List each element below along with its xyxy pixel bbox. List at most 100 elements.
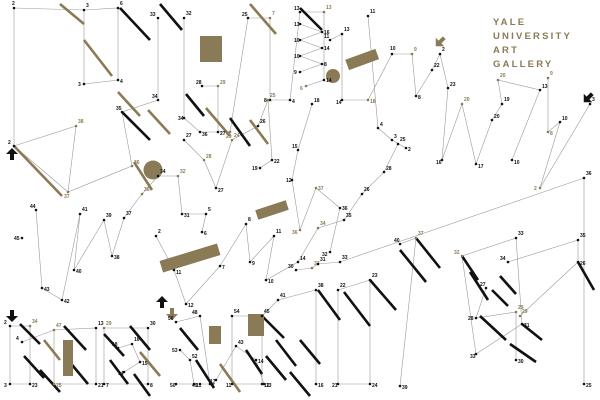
diagonal-stroke <box>521 322 543 342</box>
puzzle-dot <box>338 206 342 210</box>
puzzle-dot <box>582 176 586 180</box>
puzzle-dot <box>446 86 450 90</box>
diagonal-stroke <box>178 327 200 351</box>
dot-number-label: 28 <box>196 80 202 86</box>
dot-number-label: 13 <box>266 383 272 389</box>
puzzle-dot <box>496 78 500 82</box>
dot-number-label: 13 <box>542 84 548 90</box>
dot-number-label: 12 <box>264 383 270 389</box>
puzzle-dot <box>258 166 262 170</box>
puzzle-dot <box>208 382 212 386</box>
dot-number-label: 11 <box>324 34 330 40</box>
puzzle-dot <box>116 78 120 82</box>
dot-number-label: 23 <box>450 82 456 88</box>
dot-number-label: 44 <box>30 204 36 210</box>
dot-number-label: 32 <box>454 250 460 256</box>
puzzle-dot <box>174 382 178 386</box>
puzzle-dot <box>102 382 106 386</box>
puzzle-dot <box>328 250 332 254</box>
dot-number-label: 14 <box>118 371 124 377</box>
dot-number-label: 37 <box>418 231 424 237</box>
puzzle-dot <box>316 262 320 266</box>
puzzle-dot <box>214 378 218 382</box>
connector-path <box>13 7 119 85</box>
puzzle-dot <box>174 320 178 324</box>
diagonal-stroke <box>398 249 428 283</box>
diagonal-stroke <box>159 3 183 31</box>
diagonal-stroke <box>491 289 509 307</box>
puzzle-dot <box>110 254 114 258</box>
dot-number-label: 38 <box>114 255 120 261</box>
diagonal-stroke <box>479 315 507 341</box>
diagonal-stroke <box>23 355 45 379</box>
diagonal-stroke <box>218 363 242 393</box>
puzzle-dot <box>72 268 76 272</box>
dot-number-label: 18 <box>314 98 320 104</box>
puzzle-dot <box>576 260 580 264</box>
puzzle-dot <box>176 174 180 178</box>
gold-short-bar <box>255 200 289 220</box>
dot-number-label: 33 <box>470 354 476 360</box>
puzzle-dot <box>12 144 16 148</box>
diagonal-stroke <box>299 7 323 31</box>
dot-number-label: 34 <box>160 169 166 175</box>
dot-number-label: 3 <box>394 134 397 140</box>
puzzle-dot <box>180 212 184 216</box>
diagonal-stroke <box>121 111 151 141</box>
puzzle-dot <box>102 326 106 330</box>
title-line-university: UNIVERSITY <box>493 31 573 42</box>
dot-number-label: 41 <box>280 293 286 299</box>
dot-number-label: 6 <box>120 1 123 7</box>
dot-number-label: 27 <box>220 131 226 137</box>
dot-number-label: 11 <box>276 229 282 235</box>
dot-number-label: 31 <box>184 213 190 219</box>
connector-path <box>183 11 325 133</box>
puzzle-dot <box>368 278 372 282</box>
connector-path <box>475 287 517 360</box>
dot-number-label: 3 <box>78 82 81 88</box>
puzzle-dot <box>272 234 276 238</box>
dot-number-label: 7 <box>222 265 225 271</box>
dot-number-label: 16 <box>324 30 330 36</box>
start-arrow-icon <box>583 92 594 103</box>
dot-number-label: 34 <box>320 221 326 227</box>
dot-number-label: 16 <box>436 160 442 166</box>
puzzle-dot <box>322 10 326 14</box>
start-arrow-icon <box>166 308 178 320</box>
puzzle-dot <box>116 346 120 350</box>
dot-number-label: 3 <box>4 383 7 389</box>
dot-number-label: 13 <box>326 5 332 11</box>
dot-number-label: 34 <box>152 94 158 100</box>
dot-number-label: 45 <box>14 236 20 242</box>
puzzle-dot <box>298 38 302 42</box>
puzzle-dot <box>256 124 260 128</box>
dot-number-label: 48 <box>192 310 198 316</box>
dot-number-label: 26 <box>580 261 586 267</box>
puzzle-dot <box>28 324 32 328</box>
puzzle-dot <box>514 358 518 362</box>
connector-path <box>176 349 195 385</box>
puzzle-dot <box>230 314 234 318</box>
dot-number-label: 52 <box>192 354 198 360</box>
puzzle-dot <box>172 268 176 272</box>
dot-number-label: 36 <box>292 230 298 236</box>
puzzle-dot <box>120 110 124 114</box>
dot-number-label: 12 <box>188 303 194 309</box>
dot-number-label: 10 <box>294 38 300 44</box>
start-arrow-icon <box>6 310 18 322</box>
puzzle-dot <box>410 52 414 56</box>
dot-number-label: 7 <box>212 383 215 389</box>
puzzle-dot <box>342 218 346 222</box>
puzzle-dot <box>490 118 494 122</box>
dot-number-label: 34 <box>178 116 184 122</box>
diagonal-stroke <box>261 315 285 339</box>
connector-path <box>367 15 407 149</box>
dot-number-label: 32 <box>180 169 186 175</box>
dot-number-label: 10 <box>390 46 396 52</box>
puzzle-dot <box>28 382 32 386</box>
gold-shapes <box>63 36 380 376</box>
dot-number-label: 2 <box>158 229 161 235</box>
diagonal-stroke <box>108 359 130 385</box>
